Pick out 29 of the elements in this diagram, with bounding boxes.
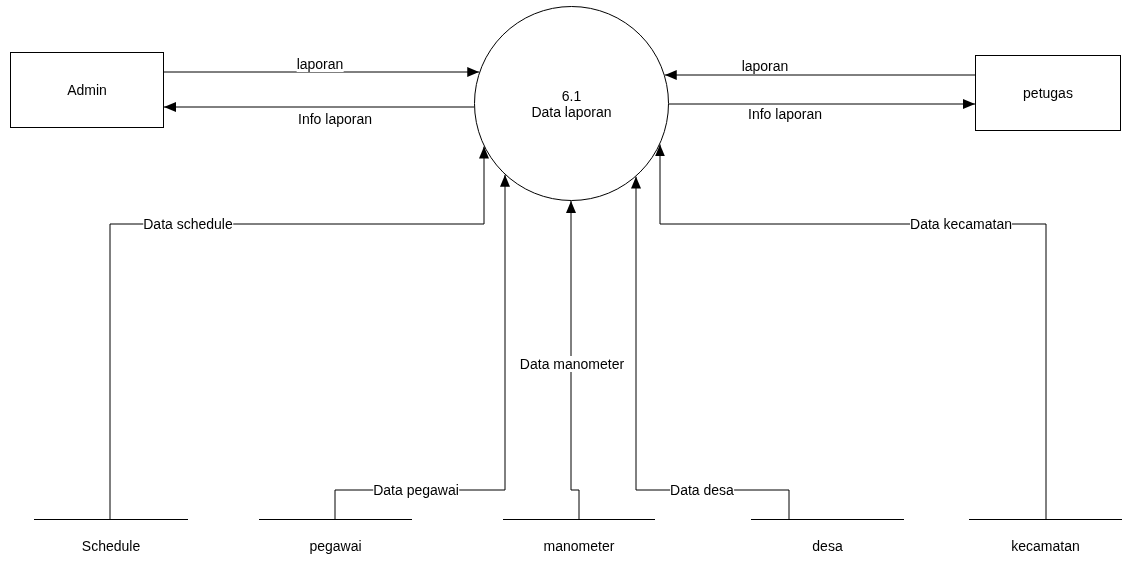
entity-name: Admin bbox=[67, 82, 107, 98]
process-name: Data laporan bbox=[531, 103, 612, 120]
process-number: 6.1 bbox=[561, 87, 582, 104]
arrow bbox=[566, 200, 580, 520]
store-name: Schedule bbox=[81, 538, 141, 554]
edge-label: laporan bbox=[741, 58, 789, 74]
external-entity-box bbox=[975, 55, 1121, 131]
arrow bbox=[668, 99, 976, 109]
store-name: kecamatan bbox=[1011, 538, 1080, 554]
edge-label: Data kecamatan bbox=[910, 216, 1012, 232]
external-entity-box bbox=[10, 52, 164, 128]
arrow bbox=[163, 67, 480, 77]
edge-label: Data desa bbox=[670, 482, 734, 498]
data-store bbox=[751, 519, 904, 549]
data-store bbox=[969, 519, 1122, 549]
store-name: desa bbox=[812, 538, 843, 554]
arrow bbox=[664, 70, 976, 80]
edge-label: Info laporan bbox=[748, 106, 822, 122]
entity-name: petugas bbox=[1023, 85, 1073, 101]
data-store bbox=[503, 519, 655, 549]
store-name: pegawai bbox=[309, 538, 362, 554]
edge-label: Data manometer bbox=[519, 356, 625, 372]
edge-label: Data pegawai bbox=[373, 482, 459, 498]
edge-label: laporan bbox=[296, 56, 344, 72]
store-name: manometer bbox=[543, 538, 615, 554]
edge-label: Info laporan bbox=[298, 111, 372, 127]
arrow bbox=[163, 102, 475, 112]
data-store bbox=[34, 519, 188, 549]
edge-label: Data schedule bbox=[143, 216, 233, 232]
